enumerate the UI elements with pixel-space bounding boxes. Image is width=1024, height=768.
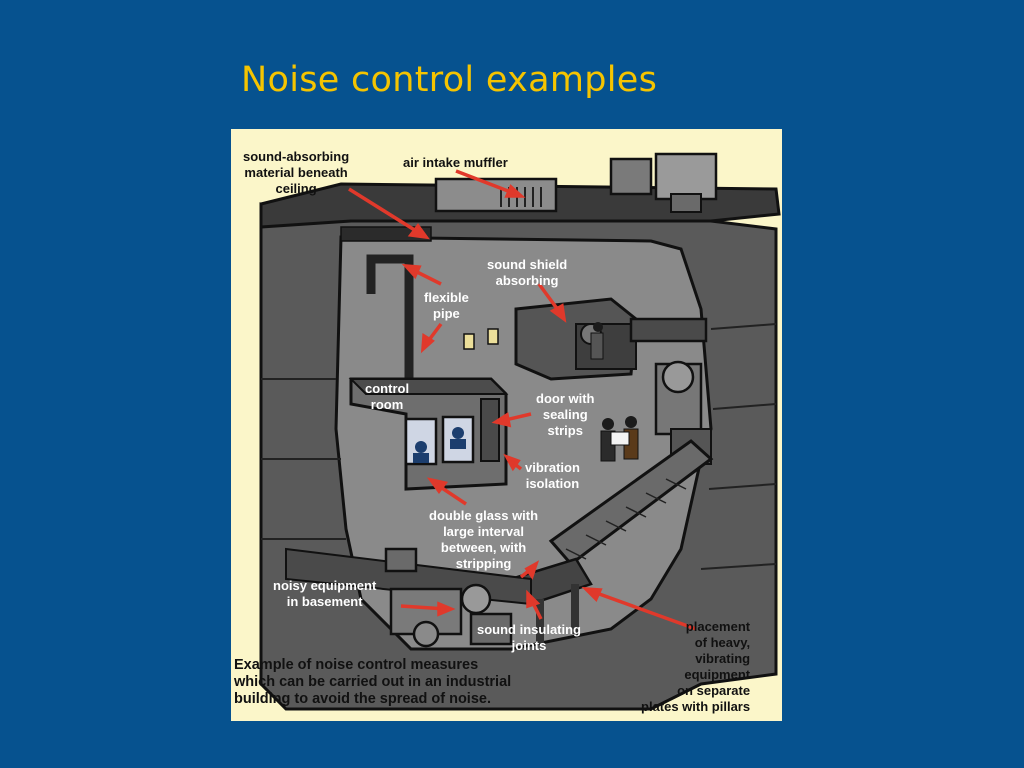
roof-fan-2 [654, 152, 718, 201]
label-sound-shield: sound shield absorbing [487, 257, 568, 288]
muffler-box [434, 177, 558, 213]
label-insulating-joints: sound insulating joints [477, 622, 581, 653]
slide-title: Noise control examples [241, 60, 658, 100]
building-cutaway-illustration [259, 152, 781, 711]
label-double-glass: double glass with large interval between… [429, 508, 539, 571]
label-sound-absorbing-ceiling: sound-absorbing material beneath ceiling [243, 149, 350, 196]
label-noisy-equipment: noisy equipment in basement [273, 578, 377, 609]
noise-control-diagram: sound-absorbing material beneath ceiling… [231, 129, 782, 721]
label-door-sealing: door with sealing strips [536, 391, 595, 438]
label-placement-heavy-equipment: placement of heavy, vibrating equipment … [641, 619, 751, 714]
ceiling-absorber [340, 226, 432, 242]
label-vibration-isolation: vibration isolation [525, 460, 580, 491]
annotation-arrows [348, 169, 697, 631]
conveyor [548, 439, 714, 567]
roof-fan-1 [609, 157, 653, 196]
label-control-room: control room [365, 381, 410, 412]
diagram-caption: Example of noise control measures which … [234, 657, 512, 707]
basement-equipment [384, 547, 513, 648]
flexible-pipe [366, 254, 414, 379]
label-flexible-pipe: flexible pipe [424, 290, 469, 321]
label-air-intake-muffler: air intake muffler [403, 155, 508, 170]
control-room-door [480, 398, 500, 462]
wall-planks [261, 323, 777, 570]
